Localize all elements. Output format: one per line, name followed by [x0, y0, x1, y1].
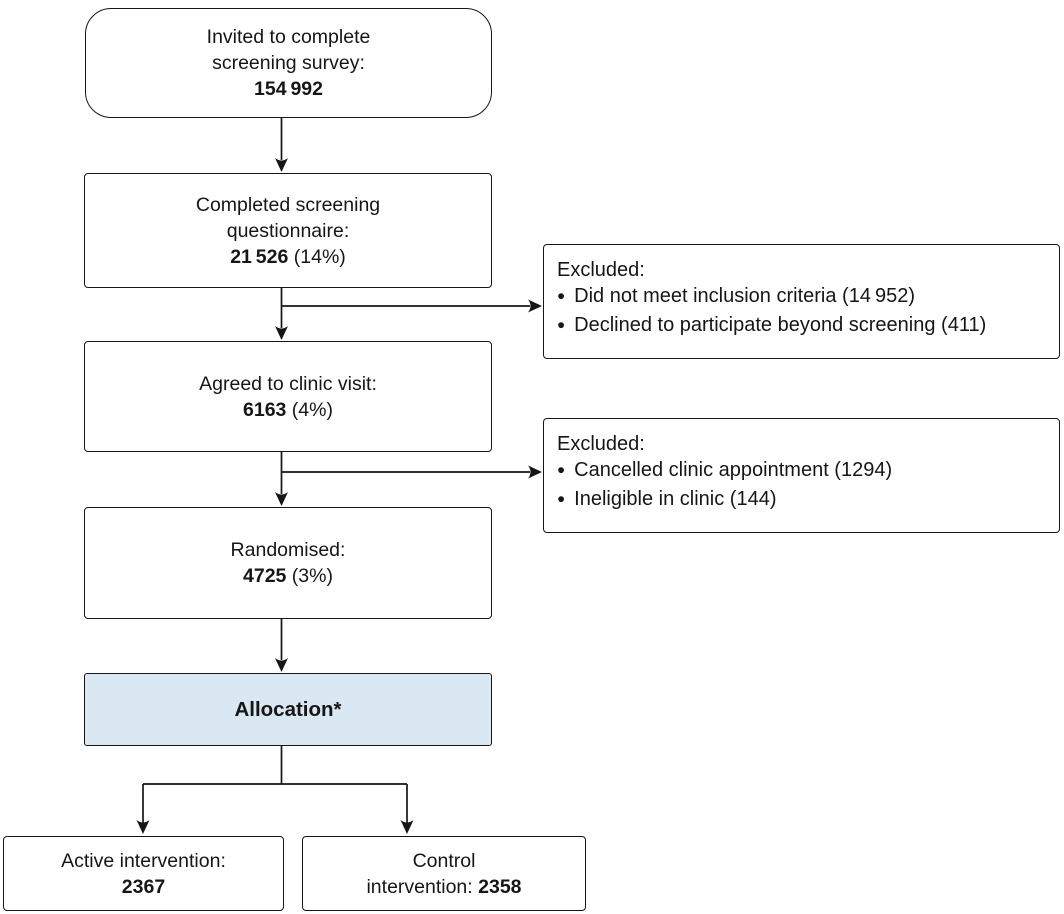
- box-excluded-screening: Excluded: Did not meet inclusion criteri…: [543, 244, 1060, 359]
- box-completed-line2: questionnaire:: [226, 219, 350, 242]
- box-agreed-clinic-visit: Agreed to clinic visit: 6163 (4%): [84, 341, 492, 452]
- excluded-title: Excluded:: [557, 258, 645, 281]
- box-control-intervention: Control intervention: 2358: [302, 836, 586, 911]
- box-invited-value: 154 992: [254, 78, 323, 100]
- connector-lines: [142, 118, 530, 823]
- excluded-bullet: Declined to participate beyond screening…: [557, 312, 986, 341]
- box-active-line1: Active intervention:: [61, 849, 226, 872]
- bullet-icon: [557, 283, 574, 312]
- box-active-intervention: Active intervention: 2367: [3, 836, 284, 911]
- bullet-icon: [557, 312, 574, 341]
- box-randomised: Randomised: 4725 (3%): [84, 507, 492, 619]
- excluded-bullet-text: Ineligible in clinic (144): [574, 487, 777, 510]
- box-invited-line1: Invited to complete: [206, 26, 371, 48]
- box-completed-line1: Completed screening: [195, 193, 381, 216]
- box-invited: Invited to complete screening survey: 15…: [85, 8, 492, 118]
- arrowhead-down-icon: [275, 492, 288, 506]
- box-randomised-value: 4725 (3%): [243, 565, 333, 587]
- excluded-bullet: Did not meet inclusion criteria (14 952): [557, 283, 915, 312]
- arrowhead-down-icon: [275, 326, 288, 340]
- arrowhead-down-icon: [136, 820, 150, 834]
- allocation-label: Allocation*: [234, 697, 342, 721]
- arrowhead-down-icon: [275, 158, 288, 172]
- box-completed-value: 21 526 (14%): [230, 245, 346, 268]
- excluded-bullet-text: Did not meet inclusion criteria (14 952): [574, 285, 915, 308]
- box-active-value: 2367: [121, 875, 166, 898]
- box-randomised-line1: Randomised:: [230, 539, 346, 561]
- arrowhead-right-icon: [528, 299, 542, 313]
- excluded-bullet-text: Declined to participate beyond screening…: [574, 313, 987, 336]
- arrowhead-down-icon: [400, 820, 414, 834]
- box-allocation: Allocation*: [84, 673, 492, 746]
- box-agreed-value: 6163 (4%): [243, 398, 333, 421]
- box-control-line1: Control: [412, 849, 476, 872]
- box-control-line2: intervention: 2358: [366, 875, 522, 898]
- excluded-title: Excluded:: [557, 432, 645, 455]
- excluded-bullet: Ineligible in clinic (144): [557, 486, 776, 515]
- bullet-icon: [557, 486, 574, 515]
- arrowhead-right-icon: [528, 465, 542, 479]
- box-excluded-clinic: Excluded: Cancelled clinic appointment (…: [543, 418, 1060, 533]
- arrowhead-down-icon: [275, 658, 288, 672]
- box-invited-line2: screening survey:: [212, 52, 365, 74]
- box-agreed-line1: Agreed to clinic visit:: [199, 372, 377, 395]
- bullet-icon: [557, 457, 574, 486]
- excluded-bullet: Cancelled clinic appointment (1294): [557, 457, 892, 486]
- excluded-bullet-text: Cancelled clinic appointment (1294): [574, 459, 893, 482]
- box-completed-screening: Completed screening questionnaire: 21 52…: [84, 173, 492, 288]
